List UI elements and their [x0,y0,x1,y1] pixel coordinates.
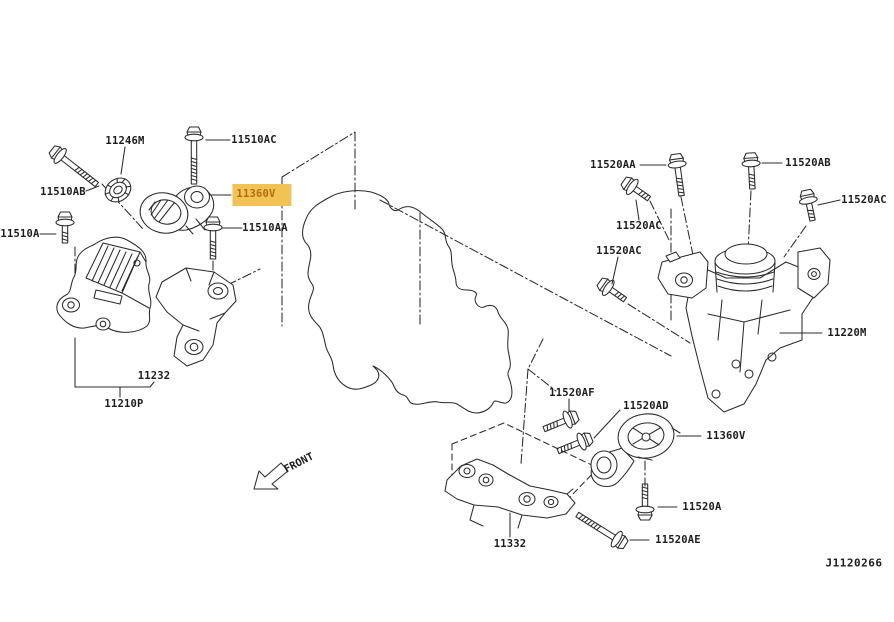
part-drawing-11246m-washer [104,177,132,203]
part-label-11520ac[interactable]: 11520AC [596,245,642,257]
part-drawing-11232-bracket [155,267,237,367]
drawing-code: J1120266 [825,556,883,570]
part-label-11520ae[interactable]: 11520AE [655,534,701,546]
part-drawing-11210p-mount [56,236,152,333]
part-label-11210p[interactable]: 11210P [104,398,144,410]
part-label-11510ab[interactable]: 11510AB [40,186,86,198]
front-arrow-icon [253,462,289,490]
part-label-11246m[interactable]: 11246M [105,135,145,147]
part-label-11332[interactable]: 11332 [493,538,527,550]
part-label-11520ad[interactable]: 11520AD [623,400,669,412]
part-label-11520af[interactable]: 11520AF [549,387,595,399]
part-label-11520ab[interactable]: 11520AB [785,157,831,169]
part-label-11360v[interactable]: 11360V [706,430,746,442]
part-label-11360v-highlighted[interactable]: 11360V [232,184,292,206]
part-label-11232[interactable]: 11232 [137,370,171,382]
part-label-11520a[interactable]: 11520A [682,501,722,513]
construction-lines [74,131,807,487]
part-label-11520ac[interactable]: 11520AC [616,220,662,232]
part-label-11510aa[interactable]: 11510AA [242,222,288,234]
leader-lines [39,139,841,541]
bracket-line-11210p [74,337,151,398]
part-label-11220m[interactable]: 11220M [827,327,867,339]
part-drawing-11332-bracket [444,458,576,529]
engine-outline [302,190,513,414]
part-label-11510ac[interactable]: 11510AC [231,134,277,146]
part-label-11510a[interactable]: 11510A [0,228,40,240]
part-label-11520aa[interactable]: 11520AA [590,159,636,171]
part-drawing-11360v-upper-rod [139,185,215,235]
part-drawing-11220m-mount [657,243,831,413]
part-drawing-11360v-lower-rod [590,413,681,488]
part-label-11520ac[interactable]: 11520AC [841,194,887,206]
